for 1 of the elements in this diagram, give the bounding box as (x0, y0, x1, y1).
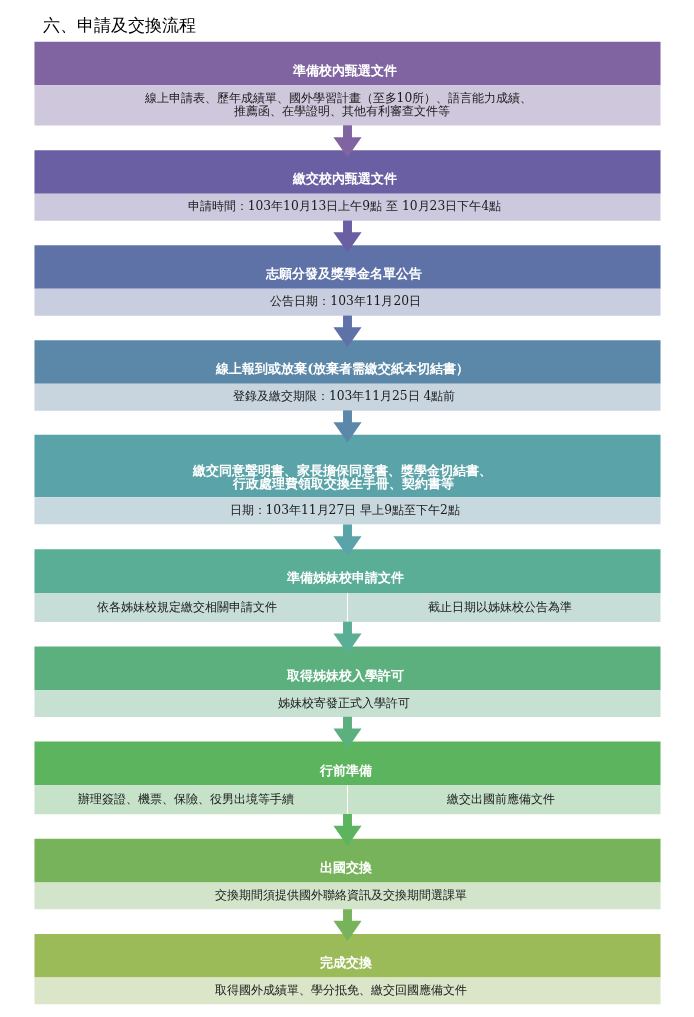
diagram-title: 六、申請及交換流程 (42, 15, 196, 36)
